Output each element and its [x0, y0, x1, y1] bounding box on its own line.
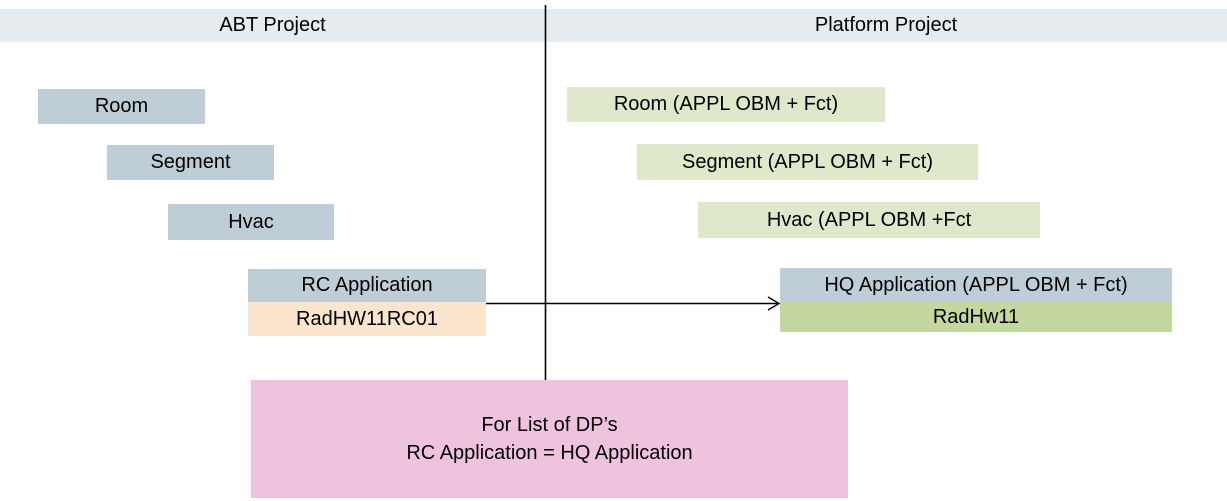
platform-segment-label: Segment (APPL OBM + Fct)	[681, 150, 933, 173]
abt-radhw11rc01-box: RadHW11RC01	[248, 302, 486, 336]
dp-note-line2: RC Application = HQ Application	[406, 442, 693, 464]
platform-radhw11-box: RadHw11	[780, 302, 1172, 332]
abt-radhw11rc01-label: RadHW11RC01	[296, 307, 438, 330]
abt-project-title: ABT Project	[219, 14, 326, 36]
abt-room-label: Room	[94, 95, 149, 117]
abt-segment-label: Segment	[150, 151, 231, 173]
abt-hvac-label: Hvac	[228, 210, 274, 233]
abt-rc-application-label: RC Application	[301, 274, 433, 296]
abt-room-box: Room	[38, 89, 205, 124]
dp-note-box: For List of DP’s RC Application = HQ App…	[251, 380, 848, 498]
dp-note-line1: For List of DP’s	[481, 414, 618, 436]
platform-room-box: Room (APPL OBM + Fct)	[567, 87, 885, 122]
abt-rc-application-box: RC Application	[248, 269, 486, 302]
header-bar: ABT Project Platform Project	[0, 9, 1227, 42]
platform-segment-box: Segment (APPL OBM + Fct)	[637, 144, 978, 180]
platform-project-title: Platform Project	[814, 14, 958, 36]
abt-hvac-box: Hvac	[168, 204, 334, 240]
platform-hq-application-label: HQ Application (APPL OBM + Fct)	[824, 273, 1128, 296]
platform-hvac-label: Hvac (APPL OBM +Fct	[766, 208, 972, 231]
platform-hvac-box: Hvac (APPL OBM +Fct	[698, 202, 1040, 238]
mapping-arrowhead-icon	[767, 296, 781, 311]
platform-room-label: Room (APPL OBM + Fct)	[613, 93, 839, 115]
platform-hq-application-box: HQ Application (APPL OBM + Fct)	[780, 268, 1172, 302]
abt-segment-box: Segment	[107, 145, 274, 180]
platform-radhw11-label: RadHw11	[932, 305, 1020, 328]
